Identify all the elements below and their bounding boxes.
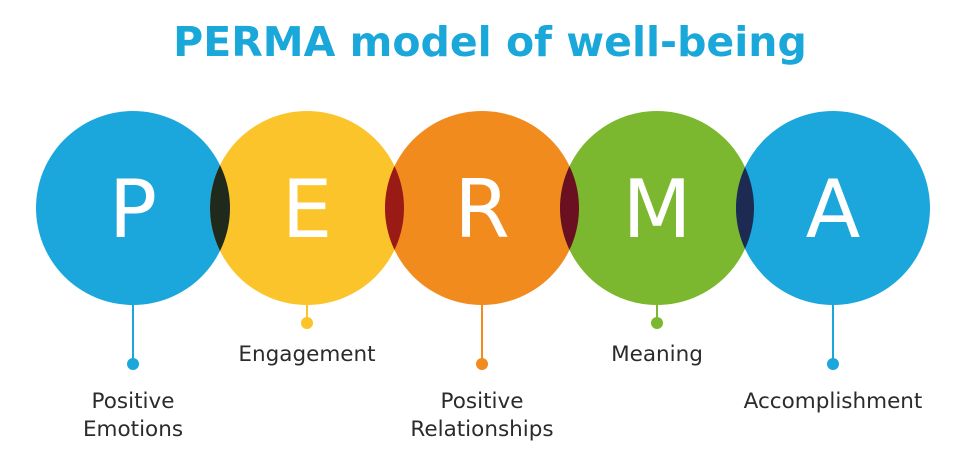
letter-m: M (622, 163, 691, 256)
connector-dot-positive-relationships (476, 358, 488, 370)
circles-group (36, 111, 930, 305)
label-line: Meaning (611, 342, 703, 367)
connector-dot-accomplishment (827, 358, 839, 370)
letter-p: P (109, 163, 157, 256)
label-line: Engagement (238, 342, 375, 367)
diagram-title: PERMA model of well-being (173, 18, 807, 66)
connectors-group (127, 303, 839, 370)
label-line: Emotions (83, 417, 183, 442)
label-line: Accomplishment (744, 389, 923, 414)
circle-meaning (560, 111, 754, 305)
label-line: Positive (441, 389, 524, 414)
connector-dot-positive-emotions (127, 358, 139, 370)
circle-positive-relationships (385, 111, 579, 305)
circle-accomplishment (736, 111, 930, 305)
circle-engagement (210, 111, 404, 305)
label-line: Positive (92, 389, 175, 414)
letter-r: R (454, 163, 510, 256)
label-engagement: Engagement (238, 342, 375, 367)
label-line: Relationships (410, 417, 553, 442)
label-accomplishment: Accomplishment (744, 389, 923, 414)
connector-dot-meaning (651, 317, 663, 329)
circle-positive-emotions (36, 111, 230, 305)
letter-e: E (282, 163, 333, 256)
connector-dot-engagement (301, 317, 313, 329)
label-meaning: Meaning (611, 342, 703, 367)
letter-a: A (806, 163, 861, 256)
